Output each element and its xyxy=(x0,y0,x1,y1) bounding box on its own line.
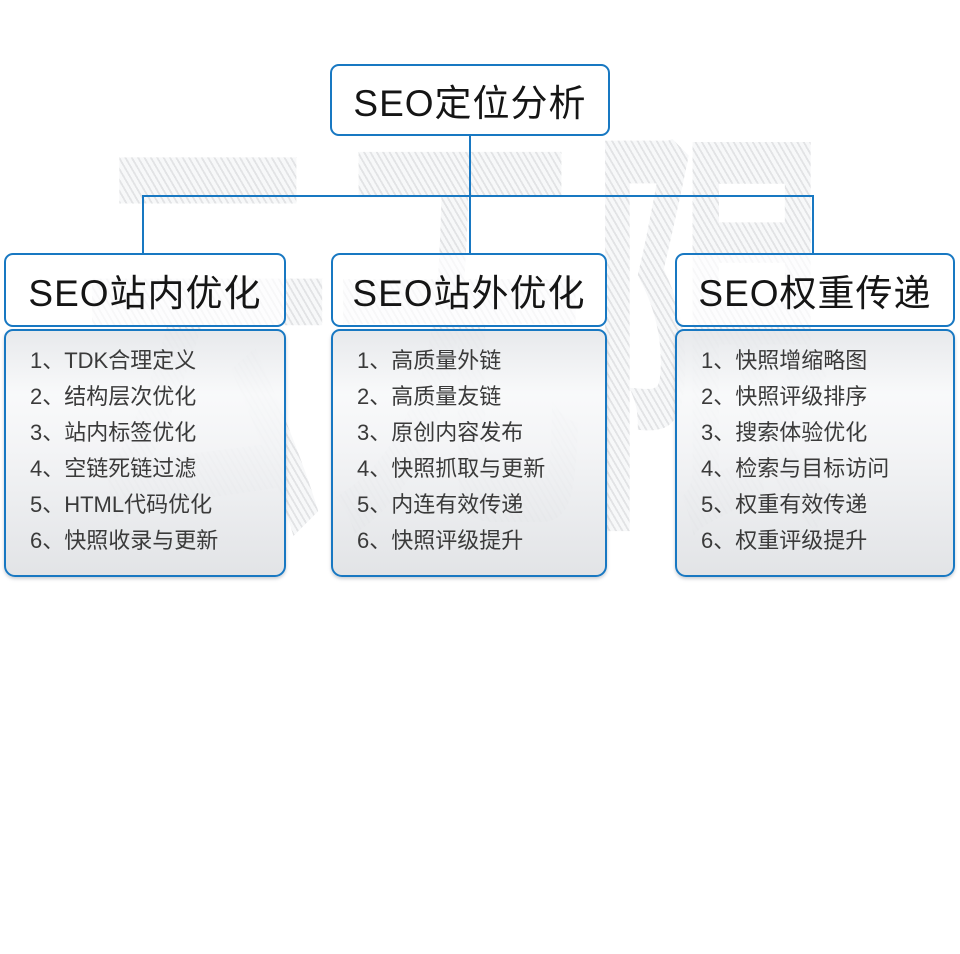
column-title: SEO站外优化 xyxy=(352,273,586,314)
list-item: 4、快照抓取与更新 xyxy=(357,456,546,481)
connector-right-drop xyxy=(812,195,814,255)
org-chart: 云无限 SEO定位分析 SEO站内优化 1、TDK合理定义 2、结构层次优化 3… xyxy=(4,64,955,577)
list-item: 6、快照评级提升 xyxy=(357,528,524,553)
connector-left-drop xyxy=(142,195,144,255)
column-list-offsite: 1、高质量外链 2、高质量友链 3、原创内容发布 4、快照抓取与更新 5、内连有… xyxy=(331,329,607,577)
column-title: SEO站内优化 xyxy=(28,273,262,314)
list-item: 1、TDK合理定义 xyxy=(30,348,197,373)
root-node: SEO定位分析 xyxy=(330,64,610,136)
root-node-title: SEO定位分析 xyxy=(353,83,587,124)
list-item: 3、搜索体验优化 xyxy=(701,420,868,445)
list-item: 3、原创内容发布 xyxy=(357,420,524,445)
list-item: 1、快照增缩略图 xyxy=(701,348,868,373)
column-list-weight: 1、快照增缩略图 2、快照评级排序 3、搜索体验优化 4、检索与目标访问 5、权… xyxy=(675,329,955,577)
list-item: 6、快照收录与更新 xyxy=(30,528,219,553)
list-item: 2、快照评级排序 xyxy=(701,384,868,409)
list-item: 5、权重有效传递 xyxy=(701,492,868,517)
list-item: 5、HTML代码优化 xyxy=(30,492,213,517)
list-item: 2、结构层次优化 xyxy=(30,384,197,409)
column-header-offsite: SEO站外优化 xyxy=(331,253,607,327)
list-item: 3、站内标签优化 xyxy=(30,420,197,445)
connector-horizontal-rail xyxy=(142,195,814,197)
list-item: 1、高质量外链 xyxy=(357,348,502,373)
column-header-weight: SEO权重传递 xyxy=(675,253,955,327)
column-list-onsite: 1、TDK合理定义 2、结构层次优化 3、站内标签优化 4、空链死链过滤 5、H… xyxy=(4,329,286,577)
column-title: SEO权重传递 xyxy=(698,273,932,314)
list-item: 5、内连有效传递 xyxy=(357,492,524,517)
list-item: 2、高质量友链 xyxy=(357,384,502,409)
list-item: 4、空链死链过滤 xyxy=(30,456,197,481)
list-item: 4、检索与目标访问 xyxy=(701,456,890,481)
column-header-onsite: SEO站内优化 xyxy=(4,253,286,327)
list-item: 6、权重评级提升 xyxy=(701,528,868,553)
